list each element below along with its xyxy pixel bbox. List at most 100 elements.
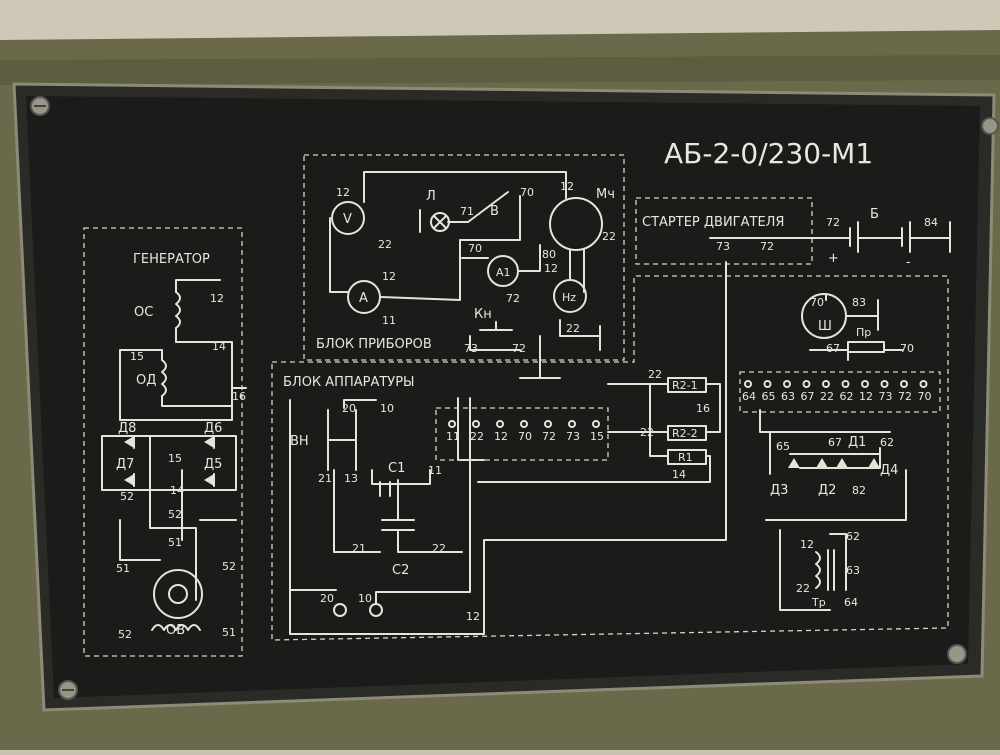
svg-text:Ш: Ш xyxy=(818,319,832,334)
screw-icon xyxy=(30,96,50,116)
generator-wiring xyxy=(101,279,247,601)
field-winding-ov: ОВ xyxy=(151,569,203,638)
wire-label: 65 xyxy=(776,440,790,453)
wire-label: 20 xyxy=(342,402,356,415)
svg-text:R2-2: R2-2 xyxy=(672,427,698,440)
wire-label: 21 xyxy=(318,472,332,485)
wire-label: 14 xyxy=(170,484,184,497)
terminal-label: 11 xyxy=(446,430,460,443)
terminal-label: 22 xyxy=(470,430,484,443)
wire-label: 70 xyxy=(810,296,824,309)
terminal-screw xyxy=(744,380,752,388)
screw-icon xyxy=(981,117,999,135)
apparatus-section-label: БЛОК АППАРАТУРЫ xyxy=(283,375,415,390)
terminal-label: 22 xyxy=(820,390,834,403)
svg-text:Д5: Д5 xyxy=(204,457,222,472)
svg-text:Д6: Д6 xyxy=(204,421,222,436)
terminal-screw xyxy=(520,420,528,428)
svg-text:R2-1: R2-1 xyxy=(672,379,698,392)
wire-label: 13 xyxy=(344,472,358,485)
wire-label: 72 xyxy=(826,216,840,229)
svg-text:R1: R1 xyxy=(678,451,693,464)
wire-label: 83 xyxy=(852,296,866,309)
generator-section-label: ГЕНЕРАТОР xyxy=(133,252,210,267)
wire-label: 71 xyxy=(460,205,474,218)
wire-label: 11 xyxy=(428,464,442,477)
terminal-screw xyxy=(568,420,576,428)
diode-d1: Д1 xyxy=(836,435,866,468)
terminal-label: 70 xyxy=(918,390,932,403)
wire-label: 82 xyxy=(852,484,866,497)
housing-edge xyxy=(0,55,1000,85)
diode-d3: Д3 xyxy=(770,458,800,498)
instrument-wiring xyxy=(329,171,601,379)
svg-text:Пр: Пр xyxy=(856,326,871,339)
wire-label: 12 xyxy=(560,180,574,193)
svg-text:ОВ: ОВ xyxy=(166,623,185,638)
starter-wiring xyxy=(709,221,951,253)
terminal-label: 63 xyxy=(781,390,795,403)
terminal-label: 15 xyxy=(590,430,604,443)
svg-text:В: В xyxy=(490,204,499,219)
svg-text:Б: Б xyxy=(870,207,879,222)
screw-icon xyxy=(947,644,967,664)
starter-section-label: СТАРТЕР ДВИГАТЕЛЯ xyxy=(642,215,784,230)
voltmeter: V xyxy=(331,201,365,235)
terminal-screw xyxy=(592,420,600,428)
terminal-screw xyxy=(880,380,889,388)
svg-text:-: - xyxy=(906,255,911,270)
wire-label: 72 xyxy=(760,240,774,253)
wire-label: 15 xyxy=(130,350,144,363)
wire-label: 73 xyxy=(464,342,478,355)
diode-d6: Д6 xyxy=(204,421,222,449)
terminal-label: 12 xyxy=(859,390,873,403)
terminal-label: 72 xyxy=(898,390,912,403)
wire-label: 12 xyxy=(210,292,224,305)
terminal-screw xyxy=(861,380,869,388)
wire-label: 12 xyxy=(466,610,480,623)
svg-text:ОС: ОС xyxy=(134,305,153,320)
wire-label: 16 xyxy=(696,402,710,415)
svg-text:Hz: Hz xyxy=(562,291,576,304)
wire-label: 22 xyxy=(602,230,616,243)
wire-label: 52 xyxy=(222,560,236,573)
wire-label: 22 xyxy=(432,542,446,555)
wire-label: 67 xyxy=(826,342,840,355)
wire-label: 64 xyxy=(844,596,858,609)
svg-text:Д1: Д1 xyxy=(848,435,866,450)
instrument-section-label: БЛОК ПРИБОРОВ xyxy=(316,337,432,352)
terminal-screw xyxy=(496,420,504,428)
wire-label: 14 xyxy=(672,468,686,481)
terminal-label: 73 xyxy=(879,390,893,403)
terminal-screw xyxy=(900,380,908,388)
svg-text:+: + xyxy=(828,251,839,266)
wire-label: 70 xyxy=(900,342,914,355)
wire-label: 52 xyxy=(120,490,134,503)
wire-label: 62 xyxy=(880,436,894,449)
coil-oc: ОС xyxy=(134,291,181,329)
screw-icon xyxy=(58,680,78,700)
wire-label: 51 xyxy=(116,562,130,575)
svg-text:Д4: Д4 xyxy=(880,463,898,478)
button-kn: Кн xyxy=(474,307,513,331)
terminal-label: 12 xyxy=(494,430,508,443)
terminal-screw xyxy=(763,380,772,388)
wire-label: 10 xyxy=(380,402,394,415)
terminal-label: 72 xyxy=(542,430,556,443)
wire-label: 52 xyxy=(168,508,182,521)
wire-label: 70 xyxy=(468,242,482,255)
svg-text:С1: С1 xyxy=(388,461,405,476)
wire-label: 12 xyxy=(544,262,558,275)
svg-text:Л: Л xyxy=(426,189,436,204)
svg-text:ВН: ВН xyxy=(290,434,309,449)
terminal-20 xyxy=(333,603,347,617)
hour-meter: Мч xyxy=(549,187,615,251)
wire-label: 20 xyxy=(320,592,334,605)
switch-vn: ВН xyxy=(290,409,357,471)
svg-text:Д8: Д8 xyxy=(118,421,136,436)
wire-label: 22 xyxy=(640,426,654,439)
wire-label: 72 xyxy=(512,342,526,355)
apparatus-block-border xyxy=(271,275,949,641)
